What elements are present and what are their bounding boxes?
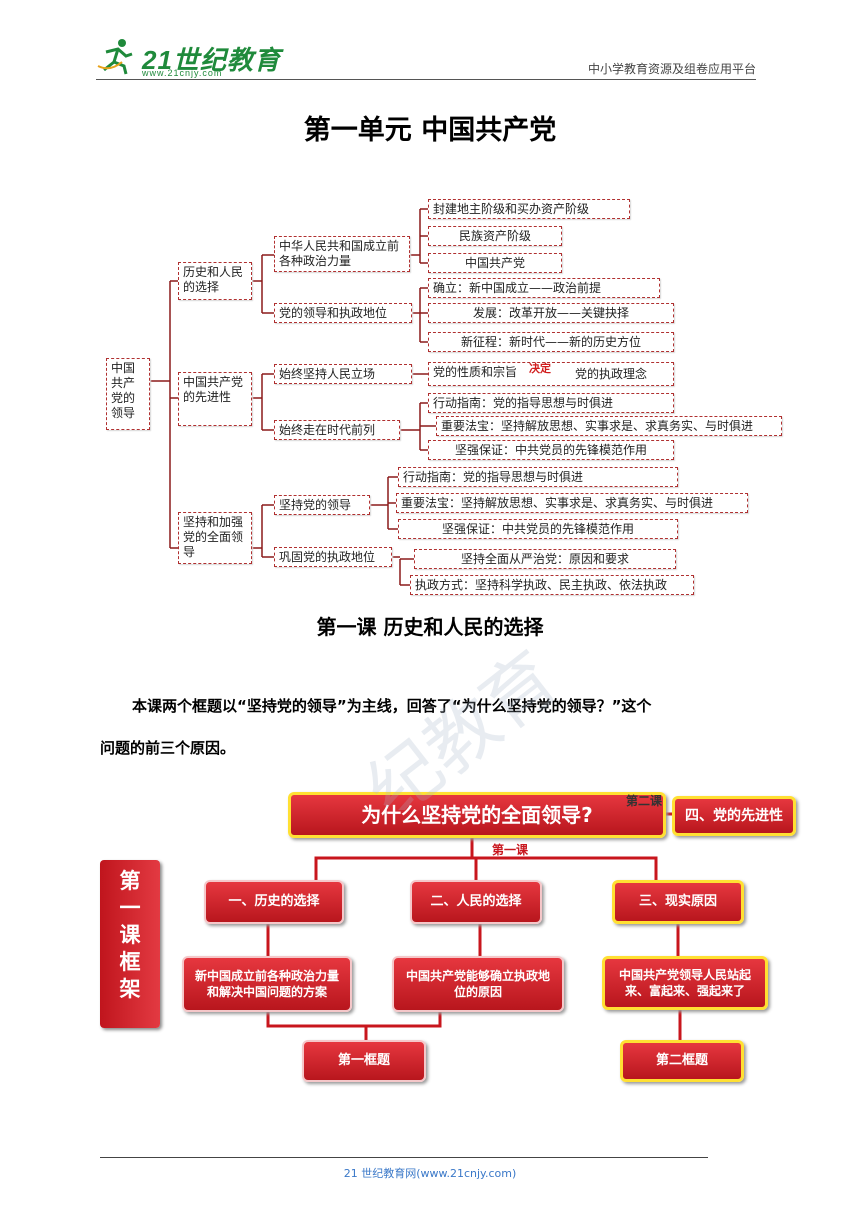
- mindmap-leaf: 发展：改革开放——关键抉择: [428, 303, 674, 323]
- mindmap-branch-leadership: 坚持和加强党的全面领导: [178, 512, 252, 564]
- mindmap-node-party-nature: 党的性质和宗旨 决定 党的执政理念: [428, 362, 674, 386]
- runner-logo-icon: [97, 39, 133, 75]
- watermark-icon: 纪教育: [351, 635, 573, 810]
- lesson-title: 第一课 历史和人民的选择: [316, 615, 544, 639]
- mindmap-node-ruling-status: 党的领导和执政地位: [274, 303, 412, 323]
- decide-label: 决定: [529, 362, 551, 375]
- mindmap-leaf: 重要法宝：坚持解放思想、实事求是、求真务实、与时俱进: [396, 493, 748, 513]
- mindmap-leaf: 坚强保证：中共党员的先锋模范作用: [428, 440, 674, 460]
- mindmap-leaf: 重要法宝：坚持解放思想、实事求是、求真务实、与时俱进: [436, 416, 782, 436]
- mindmap-root: 中国共产党的领导: [106, 358, 150, 430]
- intro-paragraph-line2: 问题的前三个原因。: [100, 739, 236, 757]
- detail-stand-up: 中国共产党领导人民站起来、富起来、强起来了: [602, 956, 768, 1010]
- history-choice-box: 一、历史的选择: [204, 880, 344, 924]
- mindmap-leaf: 确立：新中国成立——政治前提: [428, 278, 660, 298]
- intro-paragraph-line1: 本课两个框题以“坚持党的领导”为主线，回答了“为什么坚持党的领导？”这个: [132, 697, 652, 715]
- question-box: 为什么坚持党的全面领导?: [288, 792, 666, 838]
- mindmap-leaf: 行动指南：党的指导思想与时俱进: [398, 467, 678, 487]
- mindmap-node-times: 始终走在时代前列: [274, 420, 400, 440]
- mindmap-leaf: 执政方式：坚持科学执政、民主执政、依法执政: [410, 575, 694, 595]
- mindmap-node-political-forces: 中华人民共和国成立前各种政治力量: [274, 236, 410, 272]
- svg-text:纪教育: 纪教育: [351, 635, 573, 810]
- mindmap-leaf: 封建地主阶级和买办资产阶级: [428, 199, 630, 219]
- footer-divider: [100, 1157, 708, 1158]
- logo-text: 21世纪教育: [142, 45, 281, 75]
- mindmap-leaf: 民族资产阶级: [428, 226, 562, 246]
- mindmap-node-uphold: 坚持党的领导: [274, 495, 370, 515]
- reality-reason-box: 三、现实原因: [612, 880, 744, 924]
- mindmap-branch-advanced: 中国共产党的先进性: [178, 372, 252, 426]
- advanced-nature-box: 四、党的先进性: [672, 796, 796, 836]
- detail-ruling-reason: 中国共产党能够确立执政地位的原因: [392, 956, 564, 1012]
- lesson1-label: 第一课: [492, 843, 529, 857]
- first-frame-box: 第一框题: [302, 1040, 426, 1082]
- mindmap-node-people-stance: 始终坚持人民立场: [274, 364, 412, 384]
- second-frame-box: 第二框题: [620, 1040, 744, 1082]
- mindmap-leaf: 新征程：新时代——新的历史方位: [428, 332, 674, 352]
- detail-political-forces: 新中国成立前各种政治力量和解决中国问题的方案: [182, 956, 352, 1012]
- header-divider: [96, 79, 756, 80]
- mindmap-branch-history: 历史和人民的选择: [178, 262, 252, 300]
- mindmap-leaf: 坚持全面从严治党：原因和要求: [414, 549, 676, 569]
- mindmap-leaf: 坚强保证：中共党员的先锋模范作用: [398, 519, 678, 539]
- framework-connectors: [266, 812, 682, 1040]
- mindmap-node-consolidate: 巩固党的执政地位: [274, 547, 392, 567]
- mindmap-leaf: 中国共产党: [428, 253, 562, 273]
- unit-title: 第一单元 中国共产党: [303, 115, 557, 146]
- people-choice-box: 二、人民的选择: [410, 880, 542, 924]
- logo-url: www.21cnjy.com: [142, 68, 223, 78]
- lesson-framework-banner: 第一课框架: [100, 860, 160, 1028]
- footer-text: 21 世纪教育网(www.21cnjy.com): [343, 1167, 517, 1180]
- mindmap-leaf: 行动指南：党的指导思想与时俱进: [428, 393, 674, 413]
- lesson2-label: 第二课: [626, 794, 663, 808]
- header-platform-text: 中小学教育资源及组卷应用平台: [587, 62, 756, 76]
